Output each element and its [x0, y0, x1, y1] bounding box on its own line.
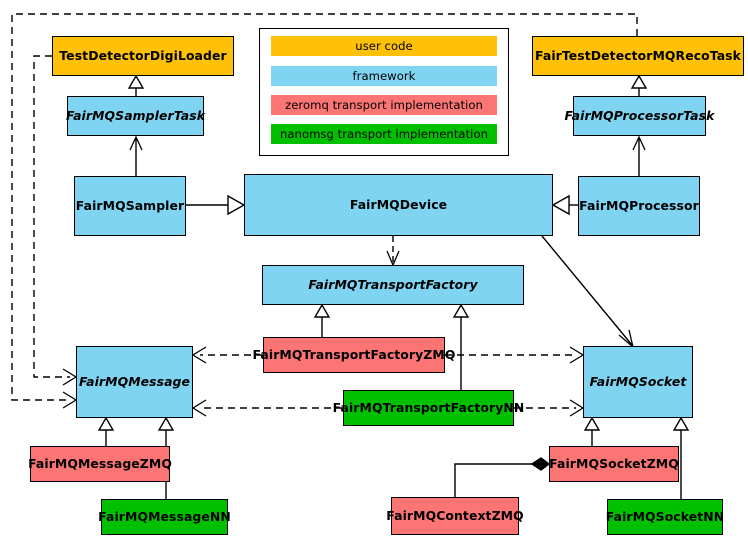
arrowhead-tfnn-message: [191, 399, 207, 417]
node-fair-mq-transport-factory-zmq[interactable]: FairMQTransportFactoryZMQ: [253, 337, 455, 373]
node-fair-mq-context-zmq[interactable]: FairMQContextZMQ: [386, 497, 524, 535]
node-fair-mq-message-nn[interactable]: FairMQMessageNN: [98, 499, 231, 535]
node-fair-mq-message[interactable]: FairMQMessage: [76, 346, 193, 418]
arrowhead-device-socket: [618, 329, 635, 349]
arrowhead-recotask-message: [62, 391, 78, 409]
node-label: FairMQTransportFactory: [308, 277, 478, 293]
node-fair-mq-socket-zmq[interactable]: FairMQSocketZMQ: [549, 446, 679, 482]
arrowhead-processor-processortask: [632, 135, 646, 151]
node-fair-mq-sampler[interactable]: FairMQSampler: [74, 176, 186, 236]
node-label: FairMQMessage: [78, 374, 191, 390]
node-label: FairMQTransportFactoryZMQ: [252, 347, 456, 363]
arrowhead-processortask-recotask: [630, 74, 648, 89]
node-label: FairMQProcessorTask: [564, 108, 715, 124]
arrowhead-tfnn-tf: [452, 303, 470, 318]
arrowhead-tfnn-socket: [569, 399, 585, 417]
node-fair-mq-transport-factory-nn[interactable]: FairMQTransportFactoryNN: [333, 390, 524, 426]
legend-item-zeromq: zeromq transport implementation: [271, 95, 497, 115]
node-label: FairMQSamplerTask: [65, 108, 206, 124]
node-label: FairMQProcessor: [579, 198, 699, 214]
node-fair-test-detector-mq-reco-task[interactable]: FairTestDetectorMQRecoTask: [532, 36, 744, 76]
legend-item-user-code: user code: [271, 36, 497, 56]
node-fair-mq-sampler-task[interactable]: FairMQSamplerTask: [65, 96, 206, 136]
node-label: FairMQSocketNN: [605, 509, 725, 525]
node-fair-mq-processor[interactable]: FairMQProcessor: [578, 176, 700, 236]
node-label: FairMQSocket: [589, 374, 687, 390]
arrowhead-tfzmq-message: [191, 346, 207, 364]
arrowhead-socketzmq-socket: [583, 416, 601, 431]
arrowhead-tfzmq-socket: [569, 346, 585, 364]
legend-label-zeromq: zeromq transport implementation: [285, 98, 483, 112]
arrowhead-device-transportfactory: [386, 250, 400, 267]
node-fair-mq-message-zmq[interactable]: FairMQMessageZMQ: [28, 446, 172, 482]
arrowhead-messagenn-message: [157, 416, 175, 431]
legend-item-framework: framework: [271, 66, 497, 86]
node-label: FairMQContextZMQ: [386, 508, 524, 524]
node-test-detector-digi-loader[interactable]: TestDetectorDigiLoader: [52, 36, 234, 76]
arrowhead-socketnn-socket: [672, 416, 690, 431]
legend-label-nanomsg: nanomsg transport implementation: [280, 127, 488, 141]
arrowhead-tfzmq-tf: [313, 303, 331, 318]
edge-device-socket: [541, 235, 633, 346]
arrowhead-messagezmq-message: [97, 416, 115, 431]
node-fair-mq-socket[interactable]: FairMQSocket: [583, 346, 693, 418]
node-label: FairMQMessageZMQ: [28, 456, 172, 472]
node-label: FairTestDetectorMQRecoTask: [535, 48, 741, 64]
arrowhead-sampler-device: [227, 194, 246, 216]
node-label: FairMQDevice: [349, 197, 448, 213]
arrowhead-processor-device: [551, 194, 570, 216]
diamond-contextzmq-socketzmq: [530, 457, 551, 471]
node-label: TestDetectorDigiLoader: [59, 48, 227, 64]
legend-label-framework: framework: [352, 69, 416, 83]
node-label: FairMQSampler: [75, 198, 185, 214]
edge-digiloader-message: [33, 55, 70, 378]
legend-label-user-code: user code: [355, 39, 413, 53]
node-fair-mq-processor-task[interactable]: FairMQProcessorTask: [565, 96, 714, 136]
legend-item-nanomsg: nanomsg transport implementation: [271, 124, 497, 144]
node-label: FairMQTransportFactoryNN: [332, 400, 525, 416]
node-fair-mq-socket-nn[interactable]: FairMQSocketNN: [605, 499, 725, 535]
node-fair-mq-transport-factory[interactable]: FairMQTransportFactory: [262, 265, 524, 305]
arrowhead-sampler-samplertask: [129, 135, 143, 151]
node-label: FairMQMessageNN: [98, 509, 231, 525]
arrowhead-samplertask-digiloader: [127, 74, 145, 89]
node-label: FairMQSocketZMQ: [549, 456, 679, 472]
edge-contextzmq-socketzmq: [454, 463, 534, 497]
arrowhead-digiloader-message: [62, 368, 78, 386]
node-fair-mq-device[interactable]: FairMQDevice: [244, 174, 553, 236]
